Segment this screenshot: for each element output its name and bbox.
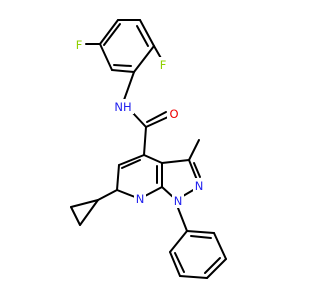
bond (206, 258, 227, 279)
bond (131, 111, 147, 128)
bond (204, 257, 221, 274)
bond-layer (70, 19, 227, 279)
bond (161, 159, 190, 164)
fluorine-atom-label: F (76, 38, 83, 52)
bond (146, 111, 167, 123)
bond (118, 154, 145, 166)
bond (70, 199, 99, 208)
bond (179, 275, 208, 279)
bond (121, 159, 141, 169)
bond (193, 162, 201, 178)
bond (139, 19, 155, 47)
bond (70, 206, 81, 226)
bond (97, 189, 118, 201)
bond (169, 251, 181, 277)
fluorine-atom-label: F (160, 58, 167, 72)
bond (144, 186, 163, 197)
bond (213, 232, 227, 260)
bond (133, 45, 155, 73)
bond (143, 126, 147, 156)
bond (103, 23, 121, 46)
atom-label-layer: F F NH O N N N (72, 37, 205, 208)
bond (177, 207, 188, 232)
bond (123, 71, 135, 101)
bond (111, 69, 135, 73)
carbonyl-oxygen-label: O (169, 107, 178, 121)
bond (186, 230, 215, 234)
amide-nh-label: NH (114, 100, 131, 114)
pyrazole-n1-label: N (174, 194, 183, 208)
bond (99, 43, 113, 71)
bond (190, 235, 212, 239)
bond (79, 199, 99, 226)
bond (188, 159, 198, 181)
bond (169, 230, 188, 253)
bond (99, 19, 119, 45)
bond (174, 252, 185, 273)
bond (116, 189, 136, 198)
bond (188, 139, 200, 161)
bond (116, 164, 120, 191)
pyridine-nitrogen-label: N (136, 192, 145, 206)
bond (145, 116, 169, 128)
bond (136, 25, 149, 47)
bond (113, 64, 132, 67)
pyrazole-n2-label: N (195, 179, 204, 193)
bond (143, 154, 163, 164)
bond (161, 186, 174, 198)
molecular-structure-diagram: F F NH O N N N (70, 19, 227, 279)
